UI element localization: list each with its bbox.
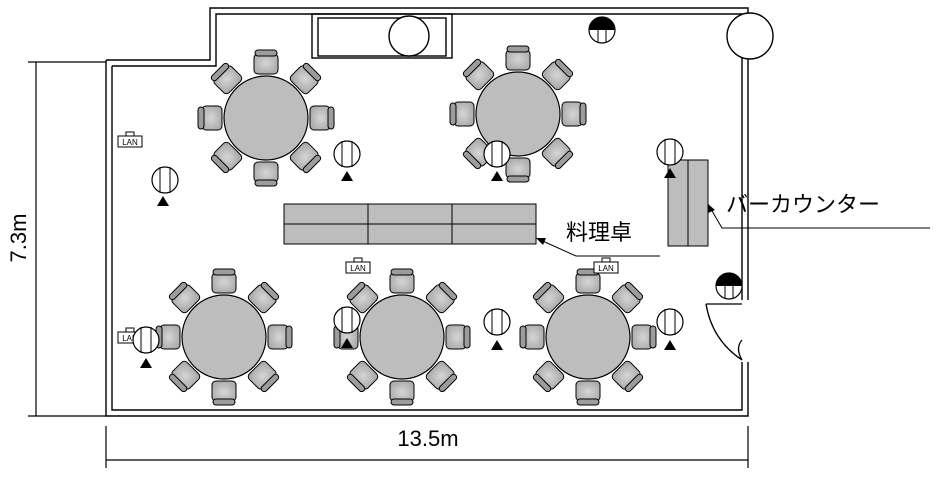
lan-outlet-1: LAN [117,131,143,148]
height-dimension-label: 7.3m [6,214,31,263]
outlet-icon-6 [333,306,361,334]
chair [168,360,201,393]
chair [210,62,243,95]
chair [289,62,322,95]
chair [389,380,415,406]
chair [611,360,644,393]
chair [210,141,243,174]
chair [575,380,601,406]
speaker-icon-top [588,16,616,44]
window-niche [311,13,453,59]
lan-label: LAN [122,138,138,147]
chair [541,58,574,91]
chair [631,324,657,350]
chair [247,360,280,393]
chair [389,268,415,294]
outlet-icon-1 [151,166,179,194]
chair [253,49,279,75]
spotlight-icon [341,171,353,181]
chair [561,101,587,127]
outlet-icon-8 [656,308,684,336]
chair [346,281,379,314]
leader-lines [535,203,930,257]
spotlight-icon [140,358,152,368]
table-top [475,71,561,157]
chair [289,141,322,174]
chair [309,105,335,131]
chair [462,58,495,91]
lan-outlet-3: LAN [593,257,619,274]
chair [505,157,531,183]
round-table-3 [155,268,293,406]
dimension-lines [28,61,749,468]
door [705,303,743,361]
outlet-icon-4 [656,138,684,166]
table-top [545,294,631,380]
cooking-table-label: 料理卓 [566,221,632,246]
spotlight-icon [664,168,676,178]
chair [168,281,201,314]
lan-label: LAN [598,264,614,273]
chair [267,324,293,350]
spotlight-icon [491,340,503,350]
chair [425,360,458,393]
table-top [359,294,445,380]
chair [253,161,279,187]
spotlight-icon [157,196,169,206]
round-table-5 [519,268,657,406]
bar-counter-label: バーカウンター [726,193,880,218]
chair [611,281,644,314]
round-table-1 [197,49,335,187]
chair [532,360,565,393]
chair [197,105,223,131]
outlet-icon-2 [333,140,361,168]
chair [449,101,475,127]
chair [541,137,574,170]
chair [211,380,237,406]
table-top [223,75,309,161]
leader-arrowheads [536,204,715,245]
chair [247,281,280,314]
chair [445,324,471,350]
lan-label: LAN [350,264,366,273]
spotlight-markers [140,168,676,368]
lan-label: LAN [122,334,138,343]
cooking-table [283,203,537,245]
round-table-2 [449,45,587,183]
chair [532,281,565,314]
table-top [181,294,267,380]
chair [425,281,458,314]
spotlight-icon [664,340,676,350]
spotlight-icon [341,338,353,348]
chair [346,360,379,393]
width-dimension-label: 13.5m [397,426,458,451]
chair [155,324,181,350]
speaker-icon-right [715,272,743,300]
bar-counter [667,159,709,247]
chair [505,45,531,71]
chair [519,324,545,350]
lan-outlet-2: LAN [345,257,371,274]
chair [211,268,237,294]
outlet-icon-7 [483,308,511,336]
outlet-icon-3 [483,140,511,168]
outlet-icon-5 [132,326,160,354]
spotlight-icon [491,171,503,181]
round-table-4 [333,268,471,406]
column-circle [726,12,774,60]
